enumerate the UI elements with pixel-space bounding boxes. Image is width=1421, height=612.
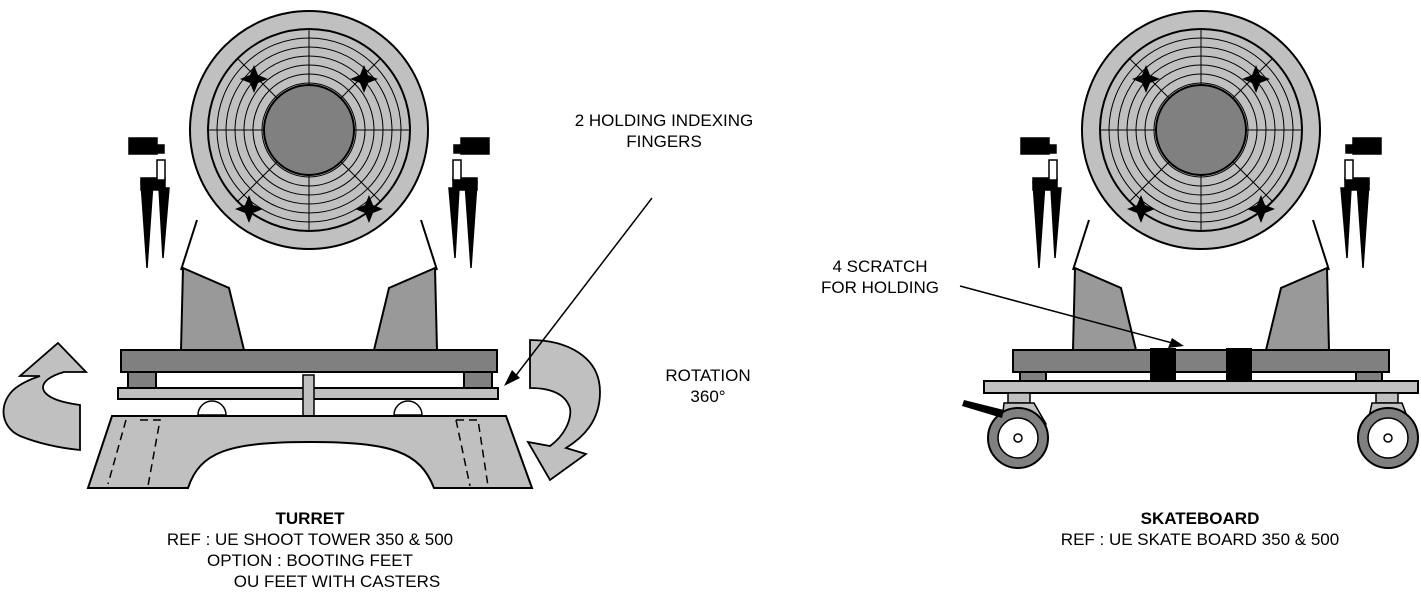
rotation-line-1: ROTATION	[665, 366, 751, 385]
skateboard-caption: SKATEBOARD REF : UE SKATE BOARD 350 & 50…	[960, 508, 1421, 550]
turret-casters: OU FEET WITH CASTERS	[233, 572, 441, 591]
skateboard-title: SKATEBOARD	[1140, 509, 1260, 528]
indexing-fingers-line-2: FINGERS	[626, 132, 702, 151]
turret-option: OPTION : BOOTING FEET	[207, 551, 413, 570]
turret-assembly	[2, 10, 653, 489]
indexing-fingers-line-1: 2 HOLDING INDEXING	[574, 111, 754, 130]
skateboard-assembly	[959, 10, 1419, 469]
scratch-line-2: FOR HOLDING	[820, 278, 940, 297]
skateboard-ref: REF : UE SKATE BOARD 350 & 500	[1060, 530, 1340, 549]
scratch-line-1: 4 SCRATCH	[832, 257, 928, 276]
turret-caption: TURRET REF : UE SHOOT TOWER 350 & 500 OP…	[60, 508, 560, 592]
turret-ref: REF : UE SHOOT TOWER 350 & 500	[166, 530, 454, 549]
scratch-label: 4 SCRATCH FOR HOLDING	[780, 256, 980, 298]
turret-title: TURRET	[275, 509, 345, 528]
rotation-label: ROTATION 360°	[638, 365, 778, 407]
rotation-line-2: 360°	[690, 387, 726, 406]
indexing-fingers-label: 2 HOLDING INDEXING FINGERS	[544, 110, 784, 152]
